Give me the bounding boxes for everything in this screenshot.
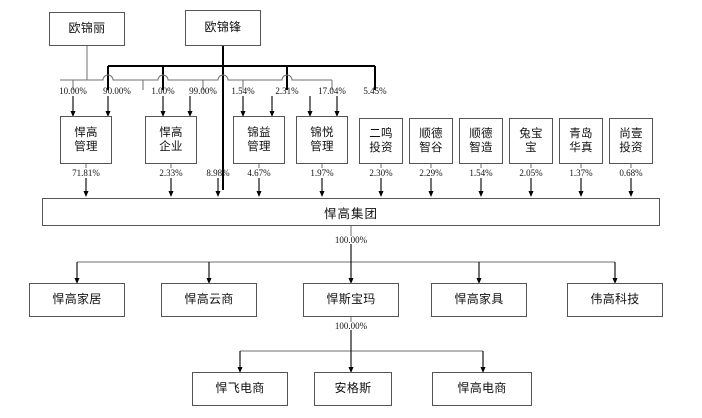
ownership-percent: 100.00%	[334, 321, 368, 331]
person-box-ou-jinli[interactable]: 欧锦丽	[49, 12, 125, 46]
ownership-percent: 90.00%	[103, 86, 131, 96]
subsidiary-box-hangao-jiaju-home[interactable]: 悍高家居	[29, 283, 125, 317]
ownership-percent: 100.00%	[334, 235, 368, 245]
person-label: 欧锦锋	[204, 20, 242, 35]
person-label: 欧锦丽	[68, 21, 106, 36]
holding-label: 顺德 智谷	[419, 127, 443, 154]
ownership-percent: 2.30%	[369, 168, 393, 178]
group-company-label: 悍高集团	[323, 206, 378, 221]
subsidiary-box-hangao-yunshang[interactable]: 悍高云商	[161, 283, 257, 317]
holding-label: 青岛 华真	[569, 127, 593, 154]
group-company-bar[interactable]: 悍高集团	[42, 198, 660, 226]
holding-box-erming-touzi[interactable]: 二鸣 投资	[359, 118, 403, 164]
holding-box-tubaobao[interactable]: 兔宝 宝	[509, 118, 553, 164]
holding-label: 悍高 管理	[74, 126, 98, 153]
subsidiary-box-hangao-jiaju-furniture[interactable]: 悍高家具	[431, 283, 527, 317]
holding-label: 顺德 智造	[469, 127, 493, 154]
subsidiary-label: 伟高科技	[590, 292, 640, 307]
ownership-percent: 5.45%	[363, 86, 387, 96]
ownership-percent: 8.98%	[206, 168, 230, 178]
ownership-percent: 10.00%	[59, 86, 87, 96]
leaf-label: 悍高电商	[457, 381, 507, 396]
ownership-percent: 1.00%	[151, 86, 175, 96]
holding-box-shangyi-touzi[interactable]: 尚壹 投资	[609, 118, 653, 164]
leaf-box-angesi[interactable]: 安格斯	[314, 372, 392, 406]
subsidiary-label: 悍斯宝玛	[326, 292, 376, 307]
leaf-label: 安格斯	[334, 381, 372, 396]
holding-box-shunde-zhizao[interactable]: 顺德 智造	[459, 118, 503, 164]
ownership-percent: 2.05%	[519, 168, 543, 178]
holding-label: 悍高 企业	[159, 126, 183, 153]
leaf-label: 悍飞电商	[215, 381, 265, 396]
ownership-percent: 1.97%	[310, 168, 334, 178]
ownership-percent: 2.31%	[275, 86, 299, 96]
ownership-percent: 2.29%	[419, 168, 443, 178]
ownership-percent: 1.54%	[231, 86, 255, 96]
subsidiary-box-weigao-keji[interactable]: 伟高科技	[567, 283, 663, 317]
ownership-percent: 17.04%	[318, 86, 346, 96]
holding-label: 二鸣 投资	[369, 127, 393, 154]
subsidiary-label: 悍高家居	[52, 292, 102, 307]
subsidiary-label: 悍高家具	[454, 292, 504, 307]
holding-box-qingdao-huazhen[interactable]: 青岛 华真	[559, 118, 603, 164]
ownership-percent: 71.81%	[72, 168, 100, 178]
holding-box-hangao-guanli[interactable]: 悍高 管理	[60, 116, 112, 164]
subsidiary-box-hansi-baoma[interactable]: 悍斯宝玛	[303, 283, 399, 317]
person-box-ou-jinfeng[interactable]: 欧锦锋	[185, 10, 261, 46]
holding-box-jinyi-guanli[interactable]: 锦益 管理	[233, 116, 285, 164]
ownership-percent: 4.67%	[247, 168, 271, 178]
holding-box-hangao-qiye[interactable]: 悍高 企业	[145, 116, 197, 164]
ownership-percent: 2.33%	[159, 168, 183, 178]
ownership-percent: 1.37%	[569, 168, 593, 178]
leaf-box-hanfei-dianshang[interactable]: 悍飞电商	[192, 372, 288, 406]
holding-label: 锦益 管理	[247, 126, 271, 153]
leaf-box-hangao-dianshang[interactable]: 悍高电商	[432, 372, 532, 406]
ownership-percent: 0.68%	[619, 168, 643, 178]
holding-label: 尚壹 投资	[619, 127, 643, 154]
holding-label: 兔宝 宝	[519, 127, 543, 154]
subsidiary-label: 悍高云商	[184, 292, 234, 307]
holding-box-jinyue-guanli[interactable]: 锦悦 管理	[296, 116, 348, 164]
ownership-percent: 1.54%	[469, 168, 493, 178]
ownership-percent: 99.00%	[189, 86, 217, 96]
holding-label: 锦悦 管理	[310, 126, 334, 153]
holding-box-shunde-zhigu[interactable]: 顺德 智谷	[409, 118, 453, 164]
